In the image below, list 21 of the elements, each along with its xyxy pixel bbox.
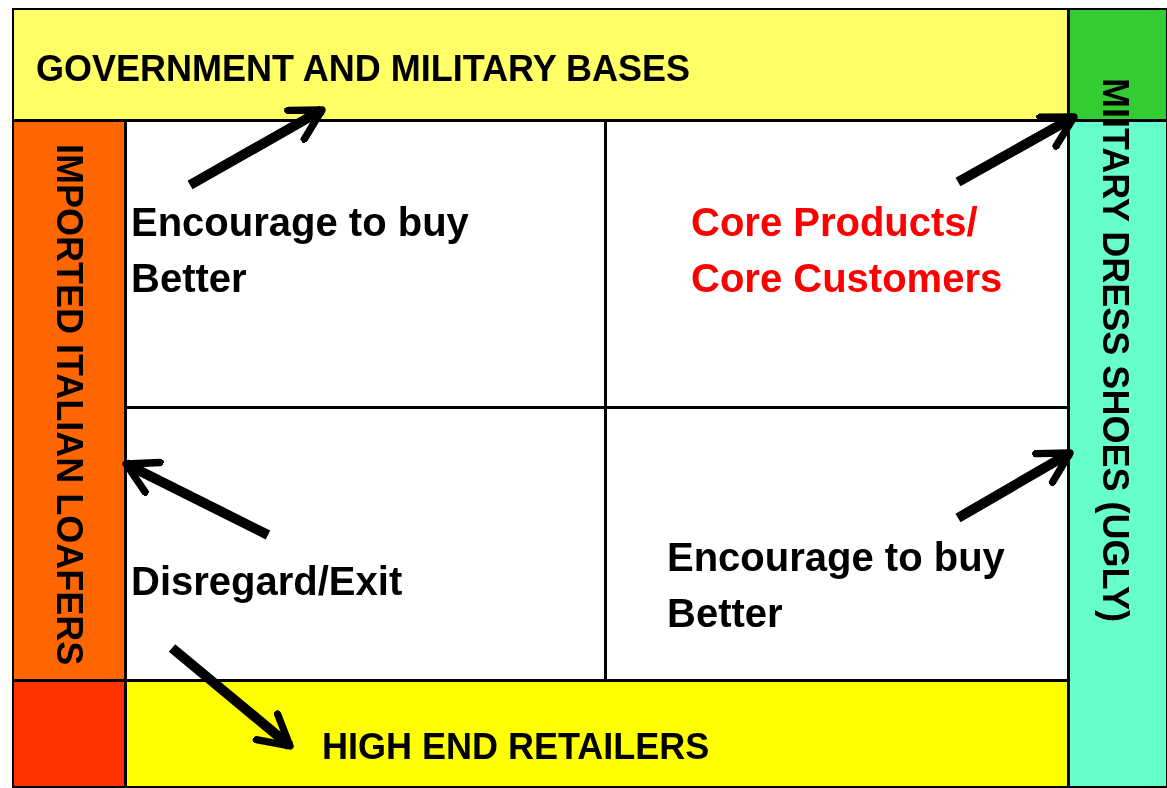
arrow xyxy=(122,458,271,540)
arrow xyxy=(168,644,294,750)
quadrant-cell xyxy=(125,120,606,408)
category-band xyxy=(125,680,1069,788)
band-label: GOVERNMENT AND MILITARY BASES xyxy=(36,48,691,90)
cell-text: Disregard/Exit xyxy=(131,559,403,604)
cell-text: Encourage to buy Better xyxy=(667,534,1006,637)
band-label: HIGH END RETAILERS xyxy=(322,726,710,768)
corner-box xyxy=(12,680,126,788)
quadrant-cell xyxy=(605,120,1069,408)
category-band xyxy=(12,8,1069,121)
arrow xyxy=(955,112,1078,187)
cell-text: Core Products/ Core Customers xyxy=(691,199,1004,302)
category-band xyxy=(12,120,126,681)
quadrant-cell xyxy=(605,407,1069,681)
quadrant-cell xyxy=(125,407,606,681)
band-label: IMPORTED ITALIAN LOAFERS xyxy=(48,144,90,666)
cell-text: Encourage to buy Better xyxy=(131,199,470,302)
band-label: MIITARY DRESS SHOES (UGLY) xyxy=(1094,78,1136,623)
arrow xyxy=(187,105,326,190)
arrow xyxy=(955,448,1074,523)
